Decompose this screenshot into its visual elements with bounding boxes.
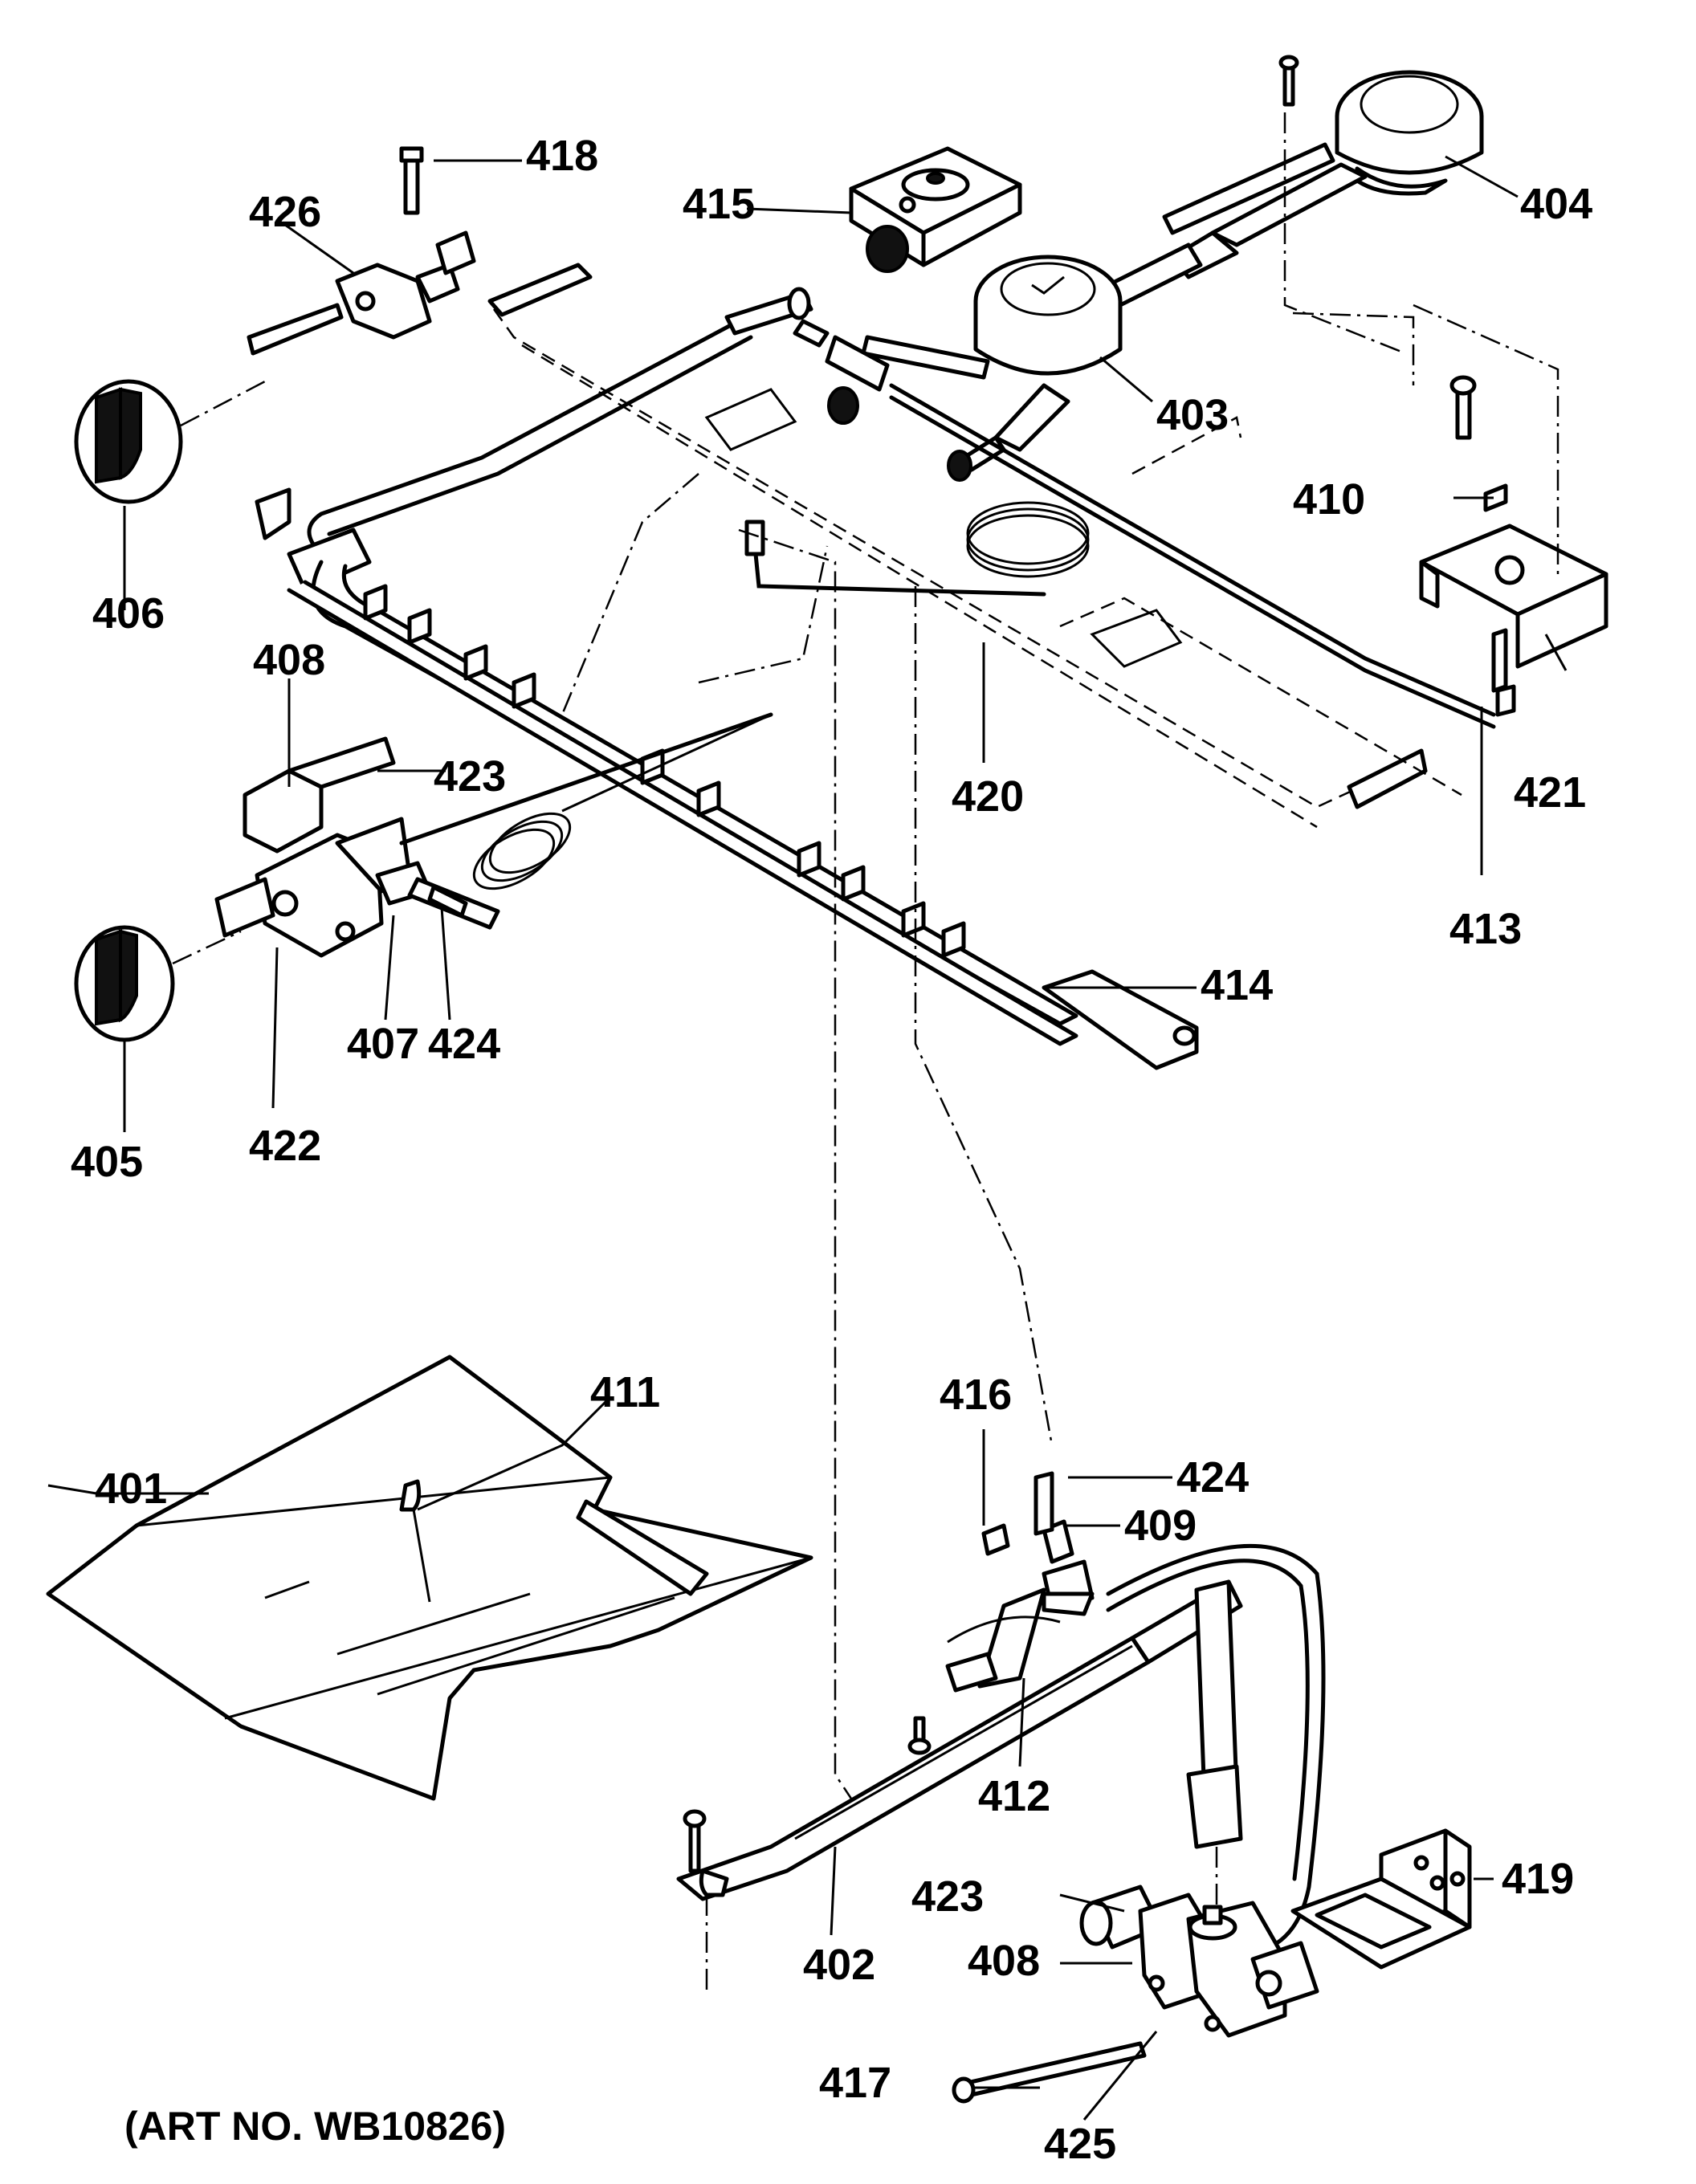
- manifold-pipe-top: [307, 287, 813, 556]
- mounting-bracket-419: [1290, 1828, 1472, 1970]
- burner-support-panel: [487, 263, 1462, 829]
- pressure-regulator-415: [849, 146, 1022, 273]
- callout-408-bottom: 408: [968, 1937, 1040, 1985]
- callout-404: 404: [1520, 180, 1592, 228]
- callout-420: 420: [952, 772, 1024, 821]
- callout-422: 422: [249, 1122, 321, 1170]
- callout-417: 417: [819, 2059, 891, 2107]
- callout-418: 418: [526, 132, 598, 180]
- oven-burner-tube-402: [676, 1579, 1243, 1901]
- callout-410: 410: [1293, 475, 1365, 524]
- screw-417: [952, 2041, 1147, 2104]
- rear-burner-head-404: [1082, 70, 1484, 320]
- burner-knob-405: [74, 925, 175, 1042]
- front-burner-head-403: [793, 255, 1123, 482]
- coiled-tube: [966, 501, 1090, 578]
- top-left-valve-426: [247, 146, 476, 356]
- callout-413: 413: [1449, 905, 1522, 953]
- burner-shield-401: [46, 1355, 813, 1801]
- oven-safety-valve-425: [1079, 1885, 1319, 2038]
- oven-thermostat-valve-422: [214, 736, 500, 958]
- callout-424-top: 424: [428, 1020, 500, 1068]
- callout-407: 407: [347, 1020, 419, 1068]
- igniter-bracket-412: [945, 1471, 1095, 1693]
- callout-412: 412: [978, 1772, 1050, 1820]
- callout-411: 411: [590, 1368, 660, 1416]
- callout-408-top: 408: [253, 636, 325, 684]
- capillary-coil: [399, 712, 773, 890]
- callout-426: 426: [249, 188, 321, 236]
- art-number: (ART NO. WB10826): [124, 2104, 506, 2149]
- callout-424-bottom: 424: [1176, 1453, 1249, 1502]
- callout-401: 401: [95, 1465, 167, 1513]
- callout-423-top: 423: [434, 752, 506, 801]
- callout-403: 403: [1156, 391, 1229, 439]
- callout-423-bottom: 423: [911, 1872, 984, 1921]
- callout-414: 414: [1201, 961, 1273, 1009]
- callout-415: 415: [683, 180, 755, 228]
- callout-leaders: [47, 155, 1568, 2121]
- callout-425: 425: [1044, 2120, 1116, 2168]
- manifold-rail-414: [255, 487, 1199, 1070]
- burner-knob-406: [74, 379, 183, 504]
- callout-402: 402: [803, 1941, 875, 1989]
- callout-409: 409: [1124, 1502, 1197, 1550]
- callout-419: 419: [1502, 1855, 1574, 1903]
- callout-421: 421: [1514, 768, 1586, 817]
- burner-bracket-421: [1278, 55, 1608, 717]
- callout-416: 416: [940, 1371, 1012, 1419]
- callout-406: 406: [92, 589, 165, 638]
- callout-405: 405: [71, 1138, 143, 1186]
